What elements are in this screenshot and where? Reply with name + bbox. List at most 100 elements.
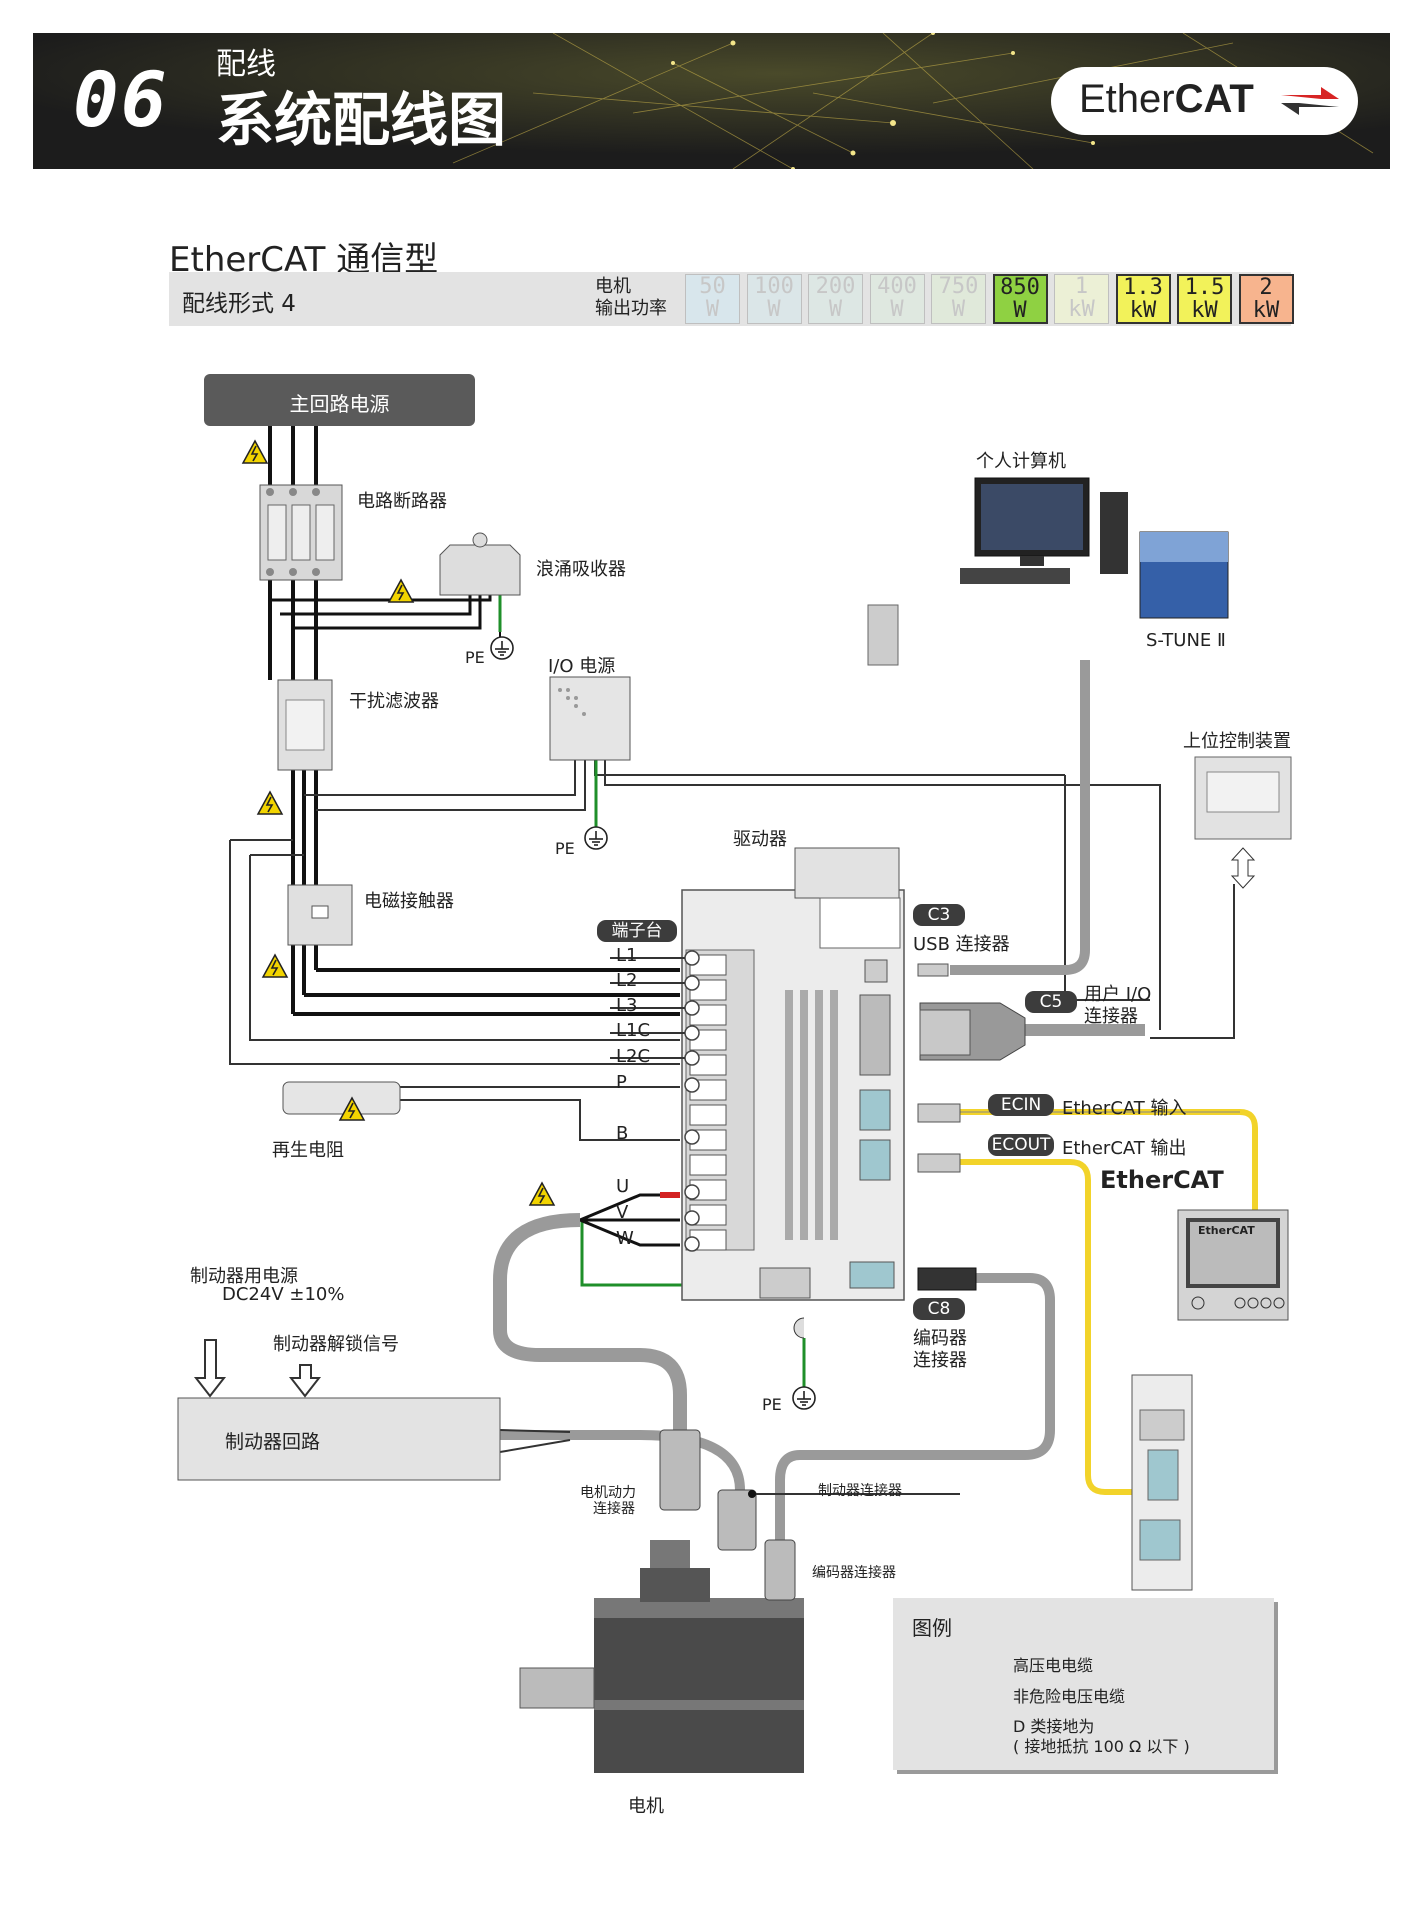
ethercat-logo-prefix: Ether (1079, 77, 1175, 121)
c5-connector-plug (919, 1002, 1026, 1061)
motor-power-conn-line1: 电机动力 (580, 1485, 636, 1501)
ethercat-logo-suffix: CAT (1174, 77, 1254, 121)
terminal-b: B (616, 1123, 629, 1144)
legend-high-voltage: 高压电电缆 (1013, 1656, 1094, 1675)
section-number: 06 (73, 55, 169, 144)
magnetic-contactor (287, 884, 353, 946)
ecin-label: EtherCAT 输入 (1062, 1098, 1187, 1119)
pe-label-surge: PE (465, 648, 485, 667)
hmi-logo: EtherCAT (1198, 1224, 1255, 1237)
servo-driver (681, 847, 905, 1301)
power-option-unit: W (890, 297, 904, 322)
power-option-unit: kW (1252, 298, 1280, 323)
terminal-l3: L3 (616, 995, 638, 1016)
legend-title: 图例 (912, 1616, 952, 1640)
ethercat-logo: EtherCAT (1051, 67, 1358, 135)
personal-computer (867, 477, 1128, 666)
s-tune-software-box (1139, 531, 1229, 619)
ecout-plug (917, 1153, 961, 1173)
io-power-label: I/O 电源 (548, 656, 616, 677)
config-label: 配线形式 4 (182, 291, 296, 317)
power-option-value: 1 (1074, 274, 1089, 299)
second-servo-driver (1131, 1374, 1193, 1591)
surge-absorber-label: 浪涌吸收器 (536, 559, 626, 580)
power-label-line1: 电机 (595, 276, 631, 297)
terminal-l2: L2 (616, 970, 638, 991)
power-option-unit: W (828, 297, 843, 322)
c5-label-line1: 用户 I/O (1084, 984, 1152, 1005)
c3-label: USB 连接器 (913, 934, 1010, 955)
c3-tag: C3 (913, 904, 965, 926)
servo-motor (519, 1540, 804, 1773)
power-label: 电机 输出功率 (595, 276, 667, 320)
section-title: 系统配线图 (216, 86, 507, 154)
brake-arrows (193, 1339, 322, 1398)
power-option-value: 400 (877, 274, 917, 299)
terminal-u: U (616, 1176, 630, 1197)
power-option-unit: kW (1129, 298, 1157, 323)
brake-circuit-label: 制动器回路 (225, 1431, 321, 1453)
brake-release-label: 制动器解锁信号 (273, 1334, 399, 1355)
power-option-value: 2 (1259, 275, 1273, 300)
terminal-block-tag: 端子台 (597, 920, 677, 942)
power-option-value: 850 (1000, 275, 1040, 300)
power-option-unit: kW (1068, 297, 1095, 322)
terminal-l1c: L1C (616, 1020, 651, 1041)
pc-label: 个人计算机 (976, 451, 1066, 472)
motor-cable-connectors (659, 1429, 796, 1601)
s-tune-label: S-TUNE Ⅱ (1146, 630, 1226, 651)
encoder-connector-label: 编码器连接器 (812, 1565, 896, 1581)
legend-ground-line2: ( 接地抵抗 100 Ω 以下 ) (1013, 1737, 1190, 1756)
legend: 图例 (893, 1598, 1274, 1770)
power-option-unit: kW (1191, 298, 1218, 323)
power-option-unit: W (1013, 298, 1027, 323)
c5-tag: C5 (1025, 991, 1077, 1013)
c5-label-line2: 连接器 (1084, 1006, 1138, 1027)
c8-label-line1: 编码器 (913, 1328, 967, 1349)
terminal-l2c: L2C (616, 1046, 651, 1067)
terminal-v: V (616, 1202, 629, 1223)
motor-label: 电机 (628, 1796, 664, 1817)
noise-filter-label: 干扰滤波器 (349, 691, 439, 712)
power-label-line2: 输出功率 (595, 298, 667, 319)
legend-ground-line1: D 类接地为 (1013, 1717, 1095, 1736)
brake-circuit-box (177, 1397, 501, 1481)
io-power-supply (549, 676, 631, 761)
pe-label-io: PE (555, 839, 575, 858)
breaker-label: 电路断路器 (357, 491, 447, 512)
terminal-screws (684, 950, 700, 1252)
power-option-value: 200 (815, 274, 856, 299)
brake-power-line1: 制动器用电源 (190, 1266, 298, 1287)
main-power-label: 主回路电源 (289, 392, 390, 416)
surge-absorber (439, 532, 521, 596)
driver-label: 驱动器 (733, 829, 787, 850)
power-option-value: 1.3 (1123, 275, 1163, 300)
motor-power-conn-line2: 连接器 (593, 1501, 635, 1517)
pe-label-driver: PE (762, 1395, 782, 1414)
ecout-tag: ECOUT (988, 1134, 1054, 1156)
regen-resistor-label: 再生电阻 (272, 1140, 344, 1161)
power-option-value: 1.5 (1184, 275, 1225, 300)
power-option-unit: W (767, 297, 781, 322)
c8-label-line2: 连接器 (913, 1350, 967, 1371)
host-controller (1194, 756, 1292, 889)
ethercat-hmi-panel (1177, 1209, 1289, 1321)
circuit-breaker (259, 484, 343, 581)
terminal-w: W (616, 1228, 634, 1249)
ecout-label: EtherCAT 输出 (1062, 1138, 1187, 1159)
ecin-tag: ECIN (988, 1094, 1054, 1116)
terminal-l1: L1 (616, 945, 638, 966)
power-option-value: 750 (938, 274, 979, 299)
brake-connector-label: 制动器连接器 (818, 1483, 902, 1499)
main-power-box (204, 374, 475, 426)
section-subtitle: 配线 (216, 47, 276, 82)
